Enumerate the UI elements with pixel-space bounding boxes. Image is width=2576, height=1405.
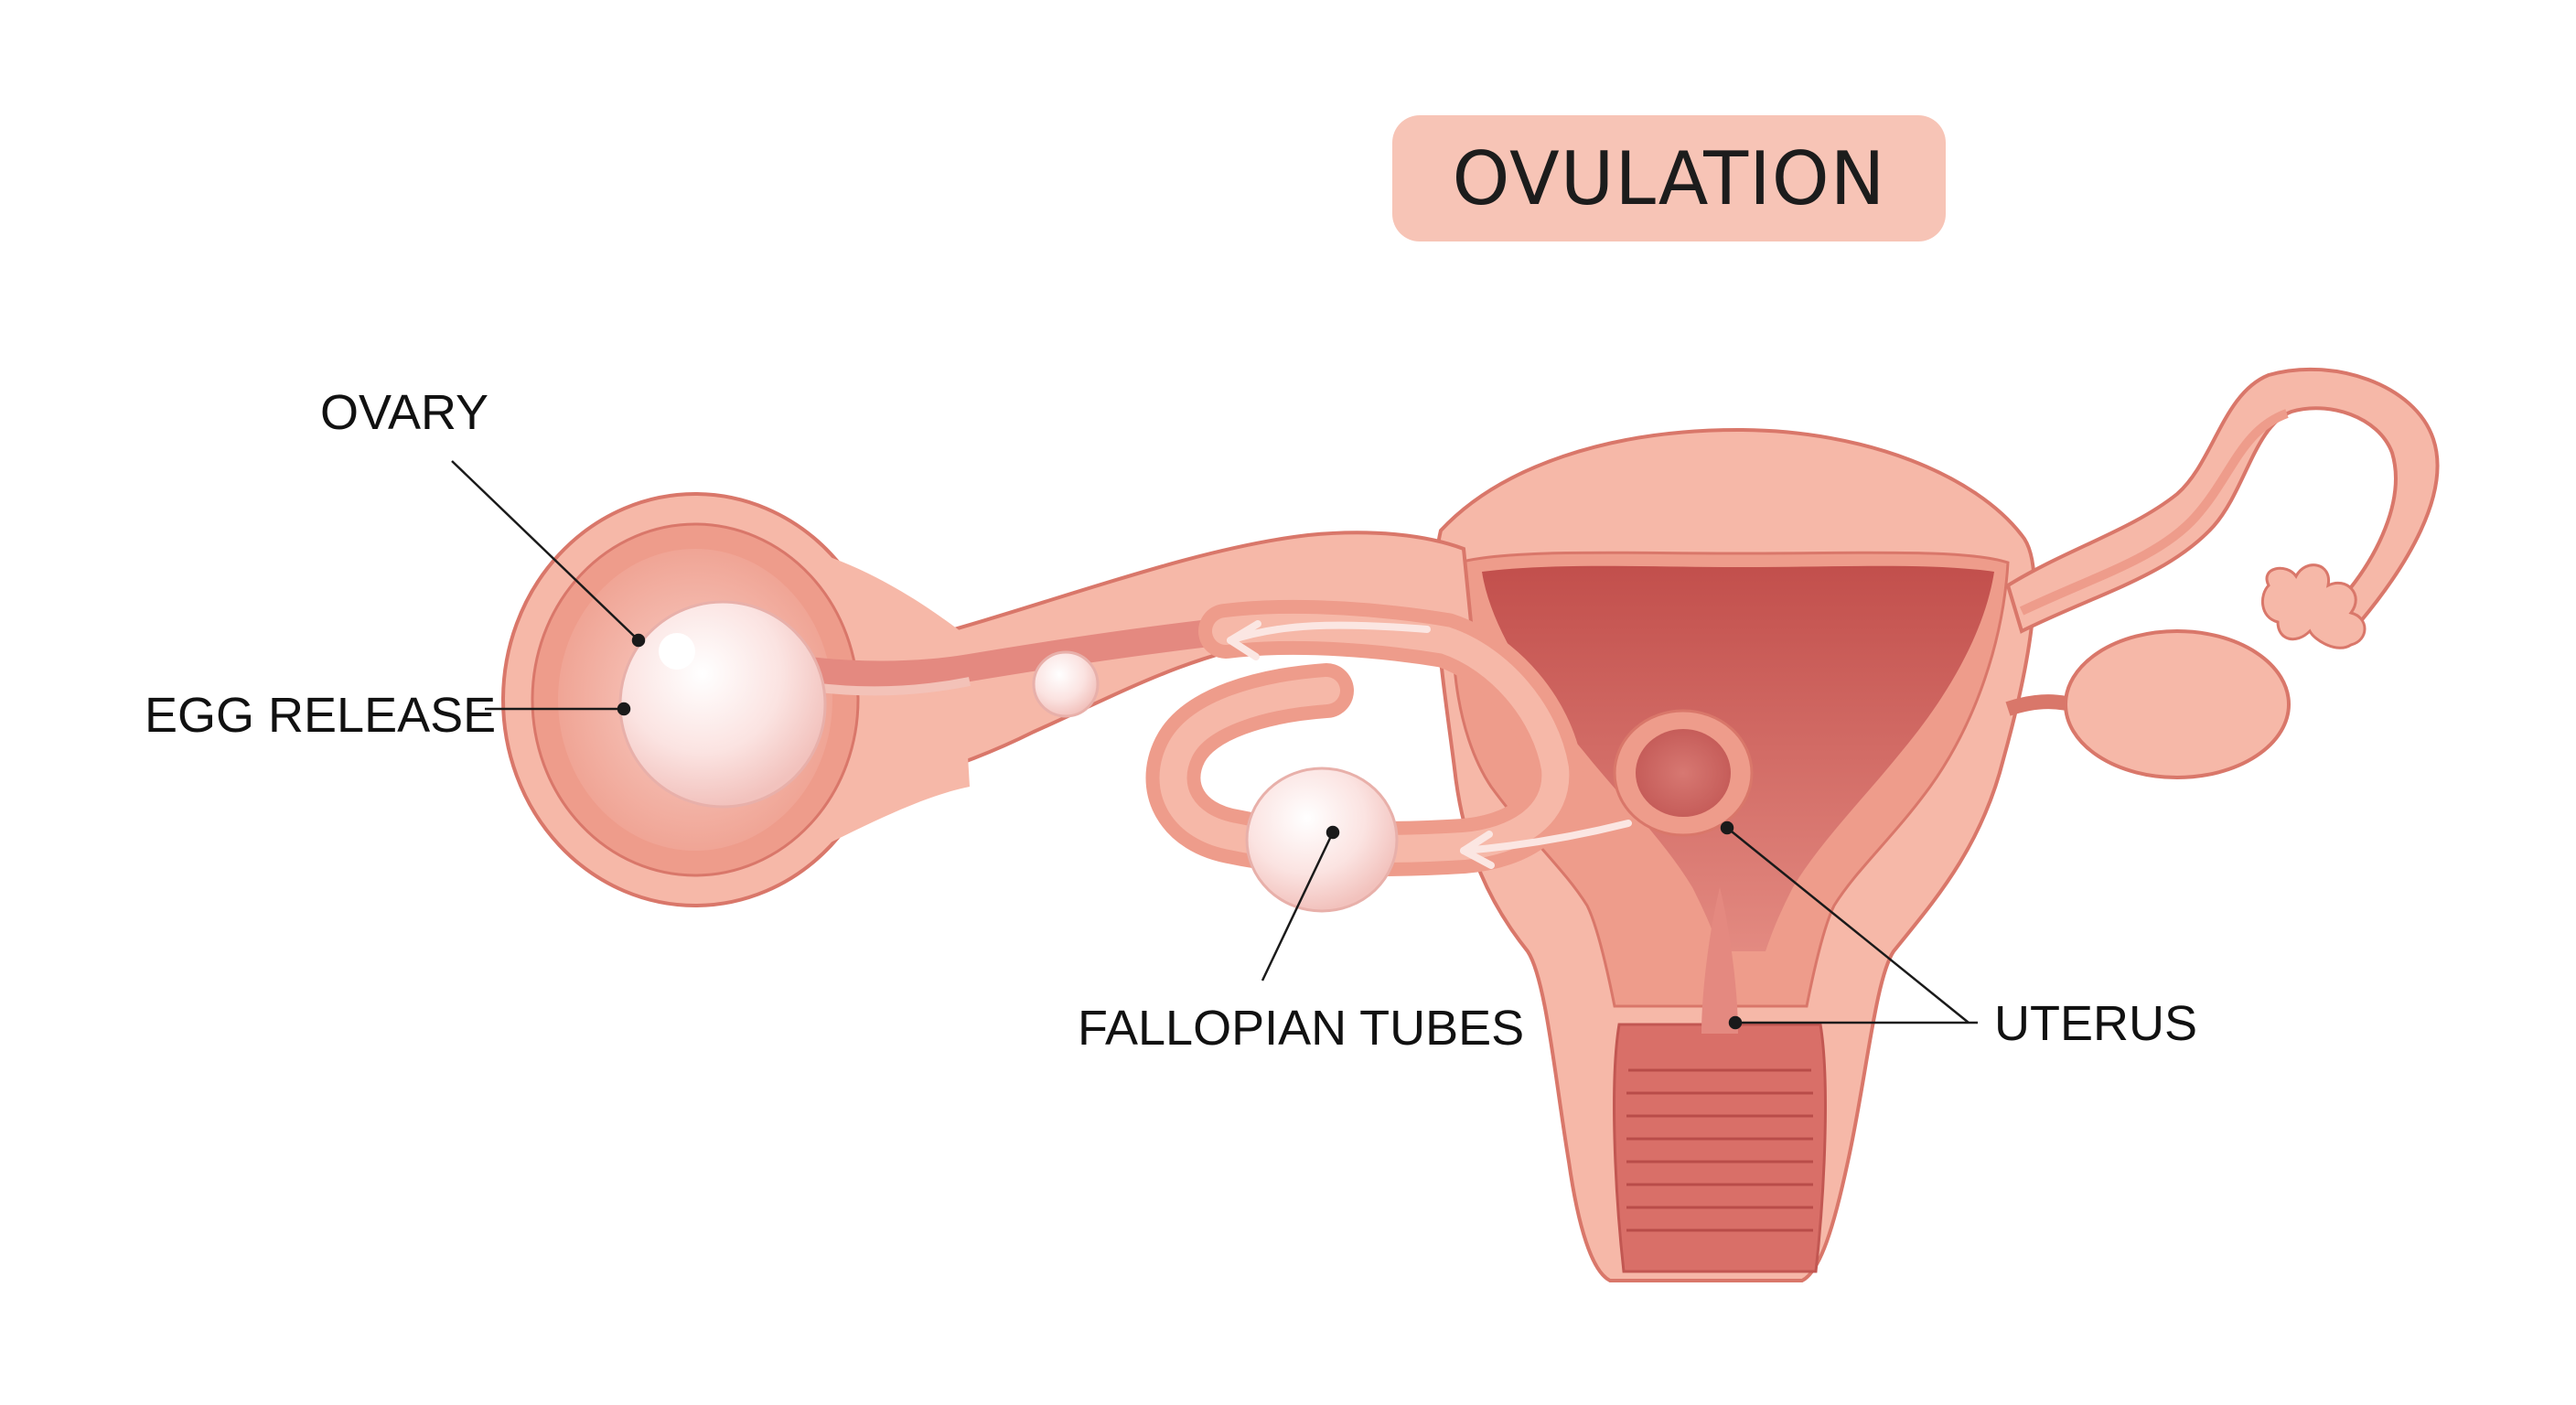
title-banner: OVULATION <box>1392 115 1946 241</box>
direction-arrows <box>1227 620 1632 869</box>
label-uterus: UTERUS <box>1994 996 2198 1051</box>
vaginal-rugae <box>1626 1068 1813 1232</box>
right-ovary <box>2064 629 2291 779</box>
label-fallopian-tubes: FALLOPIAN TUBES <box>1078 1001 1525 1056</box>
leader-lines <box>451 460 1978 1030</box>
right-fimbriae <box>2260 563 2367 649</box>
egg-in-ovary <box>618 600 827 809</box>
egg-in-tube <box>1032 650 1100 718</box>
label-egg-release: EGG RELEASE <box>145 688 497 743</box>
cervical-canal <box>1701 887 1738 1034</box>
egg-in-fallopian-tube <box>1245 767 1399 913</box>
label-ovary: OVARY <box>320 385 489 440</box>
cervix <box>1613 1023 1827 1273</box>
page-title: OVULATION <box>1452 135 1886 221</box>
left-ovary-neck <box>805 549 970 855</box>
